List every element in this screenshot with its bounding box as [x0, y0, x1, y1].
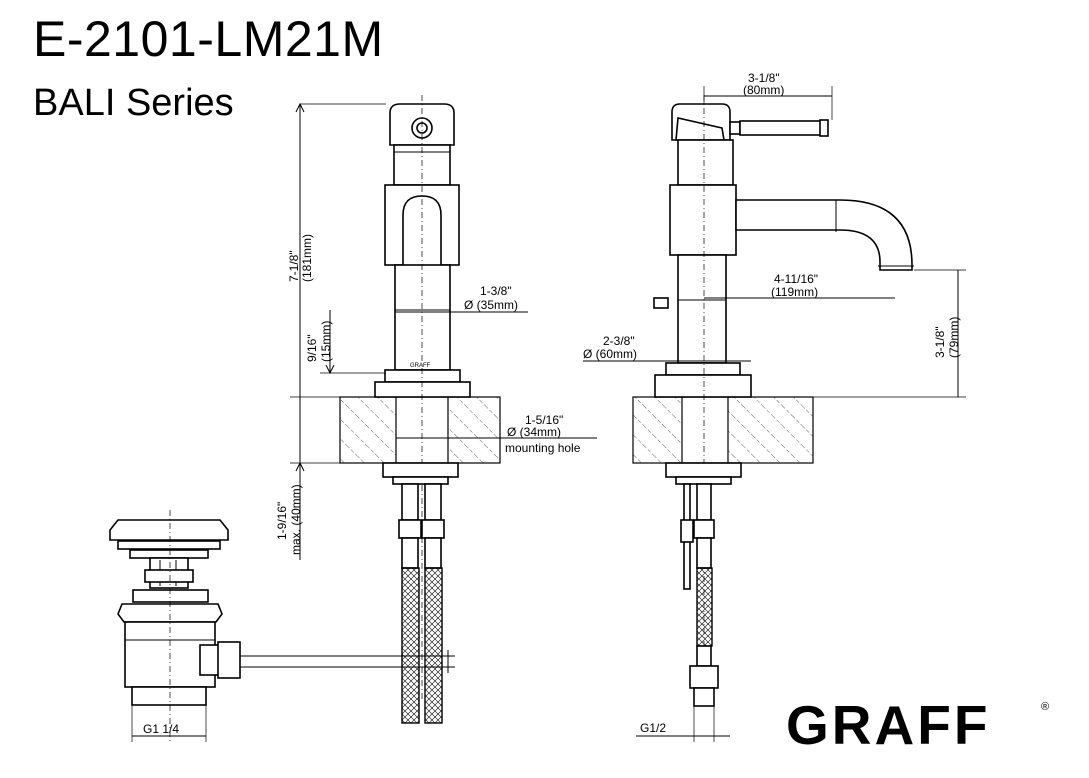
base-diameter-metric: Ø (60mm) — [583, 347, 637, 361]
series-name: BALI Series — [33, 82, 234, 124]
registered-mark: ® — [1041, 701, 1050, 713]
drain-connection: G1 1/4 — [143, 722, 179, 736]
base-height-imperial: 9/16" — [305, 334, 319, 362]
handle-reach-imperial: 3-1/8" — [748, 71, 780, 85]
drain-assembly: G1 1/4 — [109, 510, 241, 742]
mounting-hole-note: mounting hole — [505, 441, 581, 455]
body-diameter-metric: Ø (35mm) — [464, 298, 518, 312]
spout-reach-imperial: 4-11/16" — [774, 272, 818, 286]
mounting-hole-metric: Ø (34mm) — [507, 425, 561, 439]
side-connection: G1/2 — [640, 721, 666, 735]
body-diameter-imperial: 1-3/8" — [480, 284, 512, 298]
spout-reach-metric: (119mm) — [771, 285, 818, 299]
graff-logo: GRAFF — [786, 694, 991, 756]
deck-thickness-imperial: 1-9/16" — [275, 502, 289, 540]
spout-height-metric: (79mm) — [947, 317, 961, 358]
height-total-imperial: 7-1/8" — [287, 250, 301, 282]
base-diameter-imperial: 2-3/8" — [603, 334, 635, 348]
brand-mark-front: GRAFF — [410, 363, 431, 369]
front-view: GRAFF 7-1/8" (181mm) 9/16" (15mm) — [240, 95, 597, 724]
base-height-metric: (15mm) — [319, 321, 333, 362]
height-total-metric: (181mm) — [300, 234, 314, 282]
side-view: 3-1/8" (80mm) 4-11/16" (119mm) 3-1/8" (7… — [583, 71, 966, 742]
mounting-hole-imperial: 1-5/16" — [525, 413, 563, 427]
deck-thickness-metric: max. (40mm) — [289, 484, 303, 555]
handle-reach-metric: (80mm) — [743, 83, 784, 97]
model-number: E-2101-LM21M — [33, 11, 384, 67]
spout-height-imperial: 3-1/8" — [933, 326, 947, 358]
